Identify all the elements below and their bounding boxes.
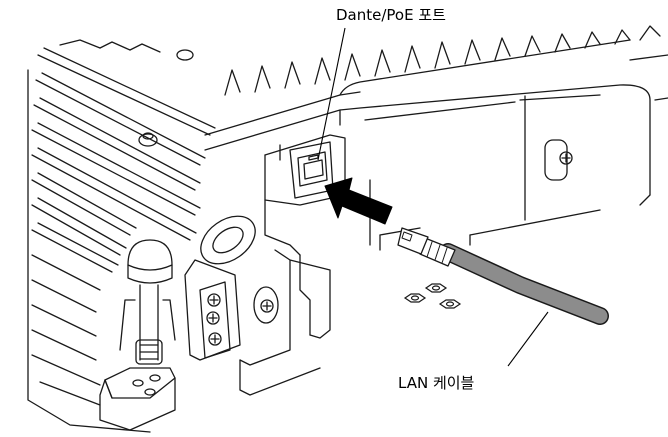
latch-lever	[99, 239, 176, 431]
port-housing	[264, 134, 346, 206]
cable-leader-line	[507, 311, 549, 367]
dante-poe-port	[297, 151, 328, 187]
side-plate	[184, 215, 256, 361]
heatsink-body	[27, 39, 216, 433]
housing-top	[204, 25, 668, 136]
port-callout-label: Dante/PoE 포트	[336, 6, 446, 24]
callout-lines	[317, 27, 549, 367]
mounting-bracket	[239, 154, 331, 396]
insertion-arrow	[324, 177, 393, 225]
cable-callout-label: LAN 케이블	[398, 374, 475, 392]
washers	[403, 283, 462, 309]
rear-panel	[204, 84, 651, 251]
port-leader-line	[317, 27, 346, 161]
lan-cable	[397, 227, 609, 325]
